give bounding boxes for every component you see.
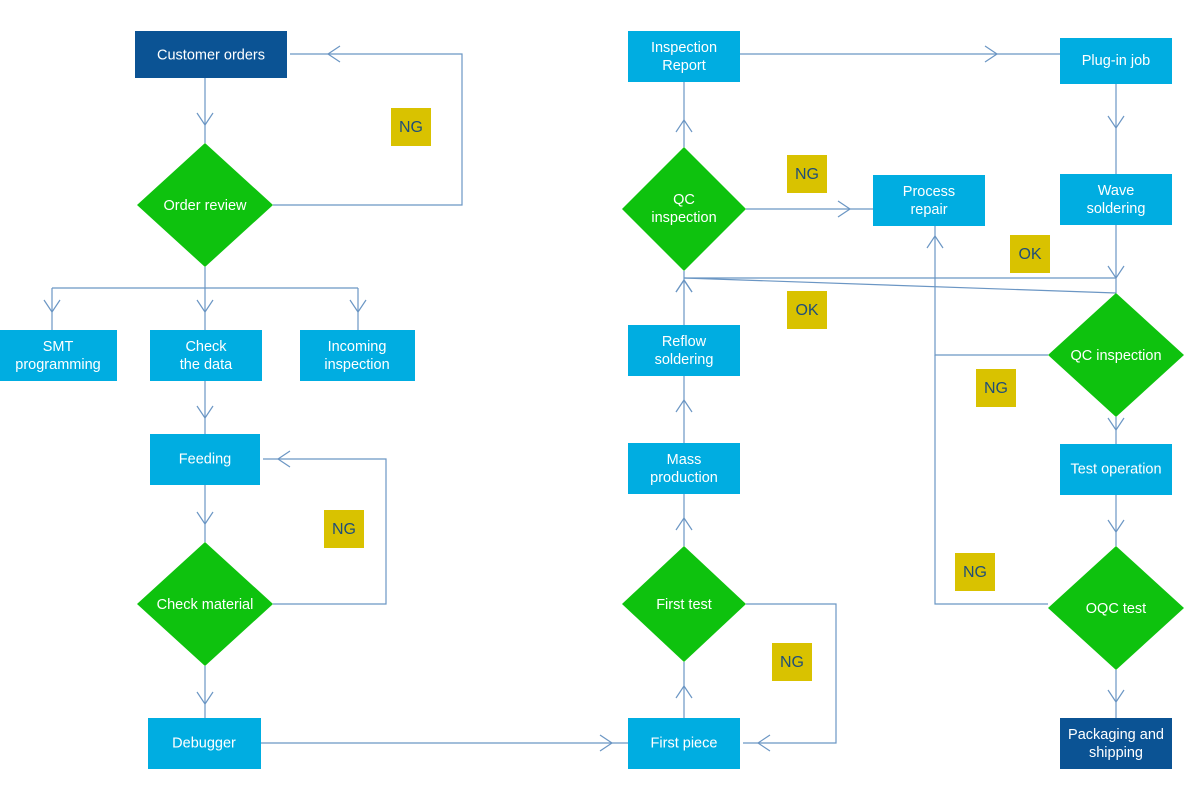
node-order-review[interactable]: Order review bbox=[137, 143, 273, 267]
arrowhead-down-check-data bbox=[196, 299, 214, 314]
badge-ng-oqc: NG bbox=[955, 553, 995, 591]
arrowhead-right-process-repair bbox=[837, 200, 852, 218]
arrowhead-down-feeding bbox=[196, 405, 214, 420]
node-plug-in-job[interactable]: Plug-in job bbox=[1060, 38, 1172, 84]
arrowhead-down-check-material bbox=[196, 511, 214, 526]
arrowhead-up-inspection-report bbox=[675, 118, 693, 133]
badge-ng-first-test: NG bbox=[772, 643, 812, 681]
node-oqc-test[interactable]: OQC test bbox=[1048, 546, 1184, 670]
node-inspection-report[interactable]: Inspection Report bbox=[628, 31, 740, 82]
node-test-operation[interactable]: Test operation bbox=[1060, 444, 1172, 495]
arrowhead-up-mass-production bbox=[675, 516, 693, 531]
edge-check-material-ng-to-feeding bbox=[263, 458, 387, 605]
arrowhead-right-plug-in-job bbox=[984, 45, 999, 63]
edge-first-test-ng-to-first-piece bbox=[743, 603, 837, 744]
node-mass-production[interactable]: Mass production bbox=[628, 443, 740, 494]
arrowhead-down-order-review bbox=[196, 112, 214, 127]
arrowhead-left-first-piece bbox=[756, 734, 771, 752]
node-packaging-shipping[interactable]: Packaging and shipping bbox=[1060, 718, 1172, 769]
arrowhead-down-oqc-test bbox=[1107, 519, 1125, 534]
node-wave-soldering[interactable]: Wave soldering bbox=[1060, 174, 1172, 225]
badge-ok-wave: OK bbox=[1010, 235, 1050, 273]
edge-oqc-test-ng-to-process-repair bbox=[934, 355, 1048, 605]
arrowhead-up-qc-mid-ok bbox=[675, 278, 693, 293]
edge-order-review-ng-to-customer-orders bbox=[273, 53, 463, 206]
arrowhead-up-first-test bbox=[675, 684, 693, 699]
arrowhead-up-reflow bbox=[675, 398, 693, 413]
node-process-repair[interactable]: Process repair bbox=[873, 175, 985, 226]
badge-ng-qc-mid: NG bbox=[787, 155, 827, 193]
edge-order-review-fanout-bus bbox=[51, 267, 359, 330]
node-feeding[interactable]: Feeding bbox=[150, 434, 260, 485]
arrowhead-down-test-operation bbox=[1107, 417, 1125, 432]
arrowhead-left-feeding bbox=[276, 450, 291, 468]
node-reflow-soldering[interactable]: Reflow soldering bbox=[628, 325, 740, 376]
node-first-piece[interactable]: First piece bbox=[628, 718, 740, 769]
arrowhead-down-debugger bbox=[196, 691, 214, 706]
arrowhead-up-process-repair bbox=[926, 234, 944, 249]
arrowhead-down-packaging bbox=[1107, 689, 1125, 704]
node-qc-inspection-mid[interactable]: QC inspection bbox=[622, 147, 746, 271]
badge-ng-check-material: NG bbox=[324, 510, 364, 548]
arrowhead-down-smt bbox=[43, 299, 61, 314]
badge-ok-qc-mid: OK bbox=[787, 291, 827, 329]
node-check-material[interactable]: Check material bbox=[137, 542, 273, 666]
arrowhead-down-incoming bbox=[349, 299, 367, 314]
arrowhead-right-first-piece bbox=[599, 734, 614, 752]
node-debugger[interactable]: Debugger bbox=[148, 718, 261, 769]
node-qc-inspection-right[interactable]: QC inspection bbox=[1048, 293, 1184, 417]
node-check-the-data[interactable]: Check the data bbox=[150, 330, 262, 381]
arrowhead-down-wave-soldering bbox=[1107, 115, 1125, 130]
arrowhead-left-customer-orders bbox=[326, 45, 341, 63]
badge-ng-qc-right: NG bbox=[976, 369, 1016, 407]
arrowhead-down-qc-right bbox=[1107, 265, 1125, 280]
node-smt-programming[interactable]: SMT programming bbox=[0, 330, 117, 381]
node-customer-orders[interactable]: Customer orders bbox=[135, 31, 287, 78]
node-incoming-inspection[interactable]: Incoming inspection bbox=[300, 330, 415, 381]
badge-ng-order-review: NG bbox=[391, 108, 431, 146]
edge-qc-mid-ok-bus bbox=[683, 277, 1117, 294]
node-first-test[interactable]: First test bbox=[622, 546, 746, 662]
connector-layer bbox=[43, 45, 1125, 752]
